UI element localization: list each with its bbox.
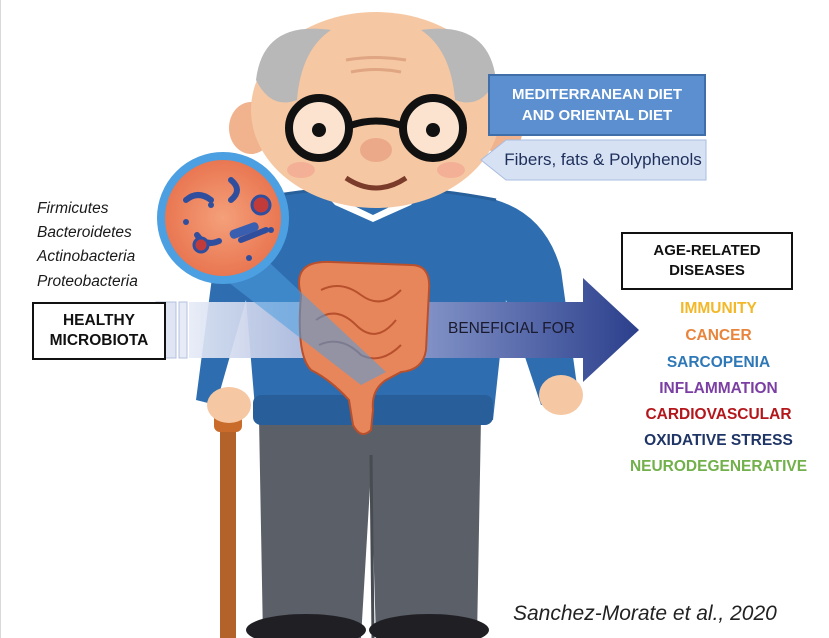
left-hand [207, 387, 251, 423]
healthy-line-2: MICROBIOTA [34, 331, 164, 351]
cane [214, 410, 242, 638]
disease-immunity: IMMUNITY [621, 300, 816, 318]
age-line-2: DISEASES [623, 261, 791, 281]
healthy-line-1: HEALTHY [34, 311, 164, 331]
beneficial-for-label: BENEFICIAL FOR [448, 320, 598, 338]
disease-neurodegenerative: NEURODEGENERATIVE [621, 458, 816, 476]
disease-sarcopenia: SARCOPENIA [621, 354, 816, 372]
pants [259, 418, 481, 638]
disease-cancer: CANCER [621, 327, 816, 345]
diet-line-1: MEDITERRANEAN DIET [490, 84, 704, 105]
nutrients-label: Fibers, fats & Polyphenols [481, 140, 707, 180]
disease-inflammation: INFLAMMATION [621, 380, 816, 398]
diet-line-2: AND ORIENTAL DIET [490, 105, 704, 126]
age-related-diseases-box: AGE-RELATED DISEASES [621, 232, 793, 290]
disease-cardiovascular: CARDIOVASCULAR [621, 406, 816, 424]
bacteria-firmicutes: Firmicutes [37, 200, 108, 218]
diet-box: MEDITERRANEAN DIET AND ORIENTAL DIET [488, 74, 706, 136]
age-line-1: AGE-RELATED [623, 241, 791, 261]
bacteria-actinobacteria: Actinobacteria [37, 248, 135, 266]
citation: Sanchez-Morate et al., 2020 [513, 602, 777, 626]
bacteria-bacteroidetes: Bacteroidetes [37, 224, 132, 242]
right-hand [539, 375, 583, 415]
healthy-microbiota-box: HEALTHY MICROBIOTA [32, 302, 166, 360]
disease-oxidative-stress: OXIDATIVE STRESS [621, 432, 816, 450]
bacteria-proteobacteria: Proteobacteria [37, 273, 138, 291]
